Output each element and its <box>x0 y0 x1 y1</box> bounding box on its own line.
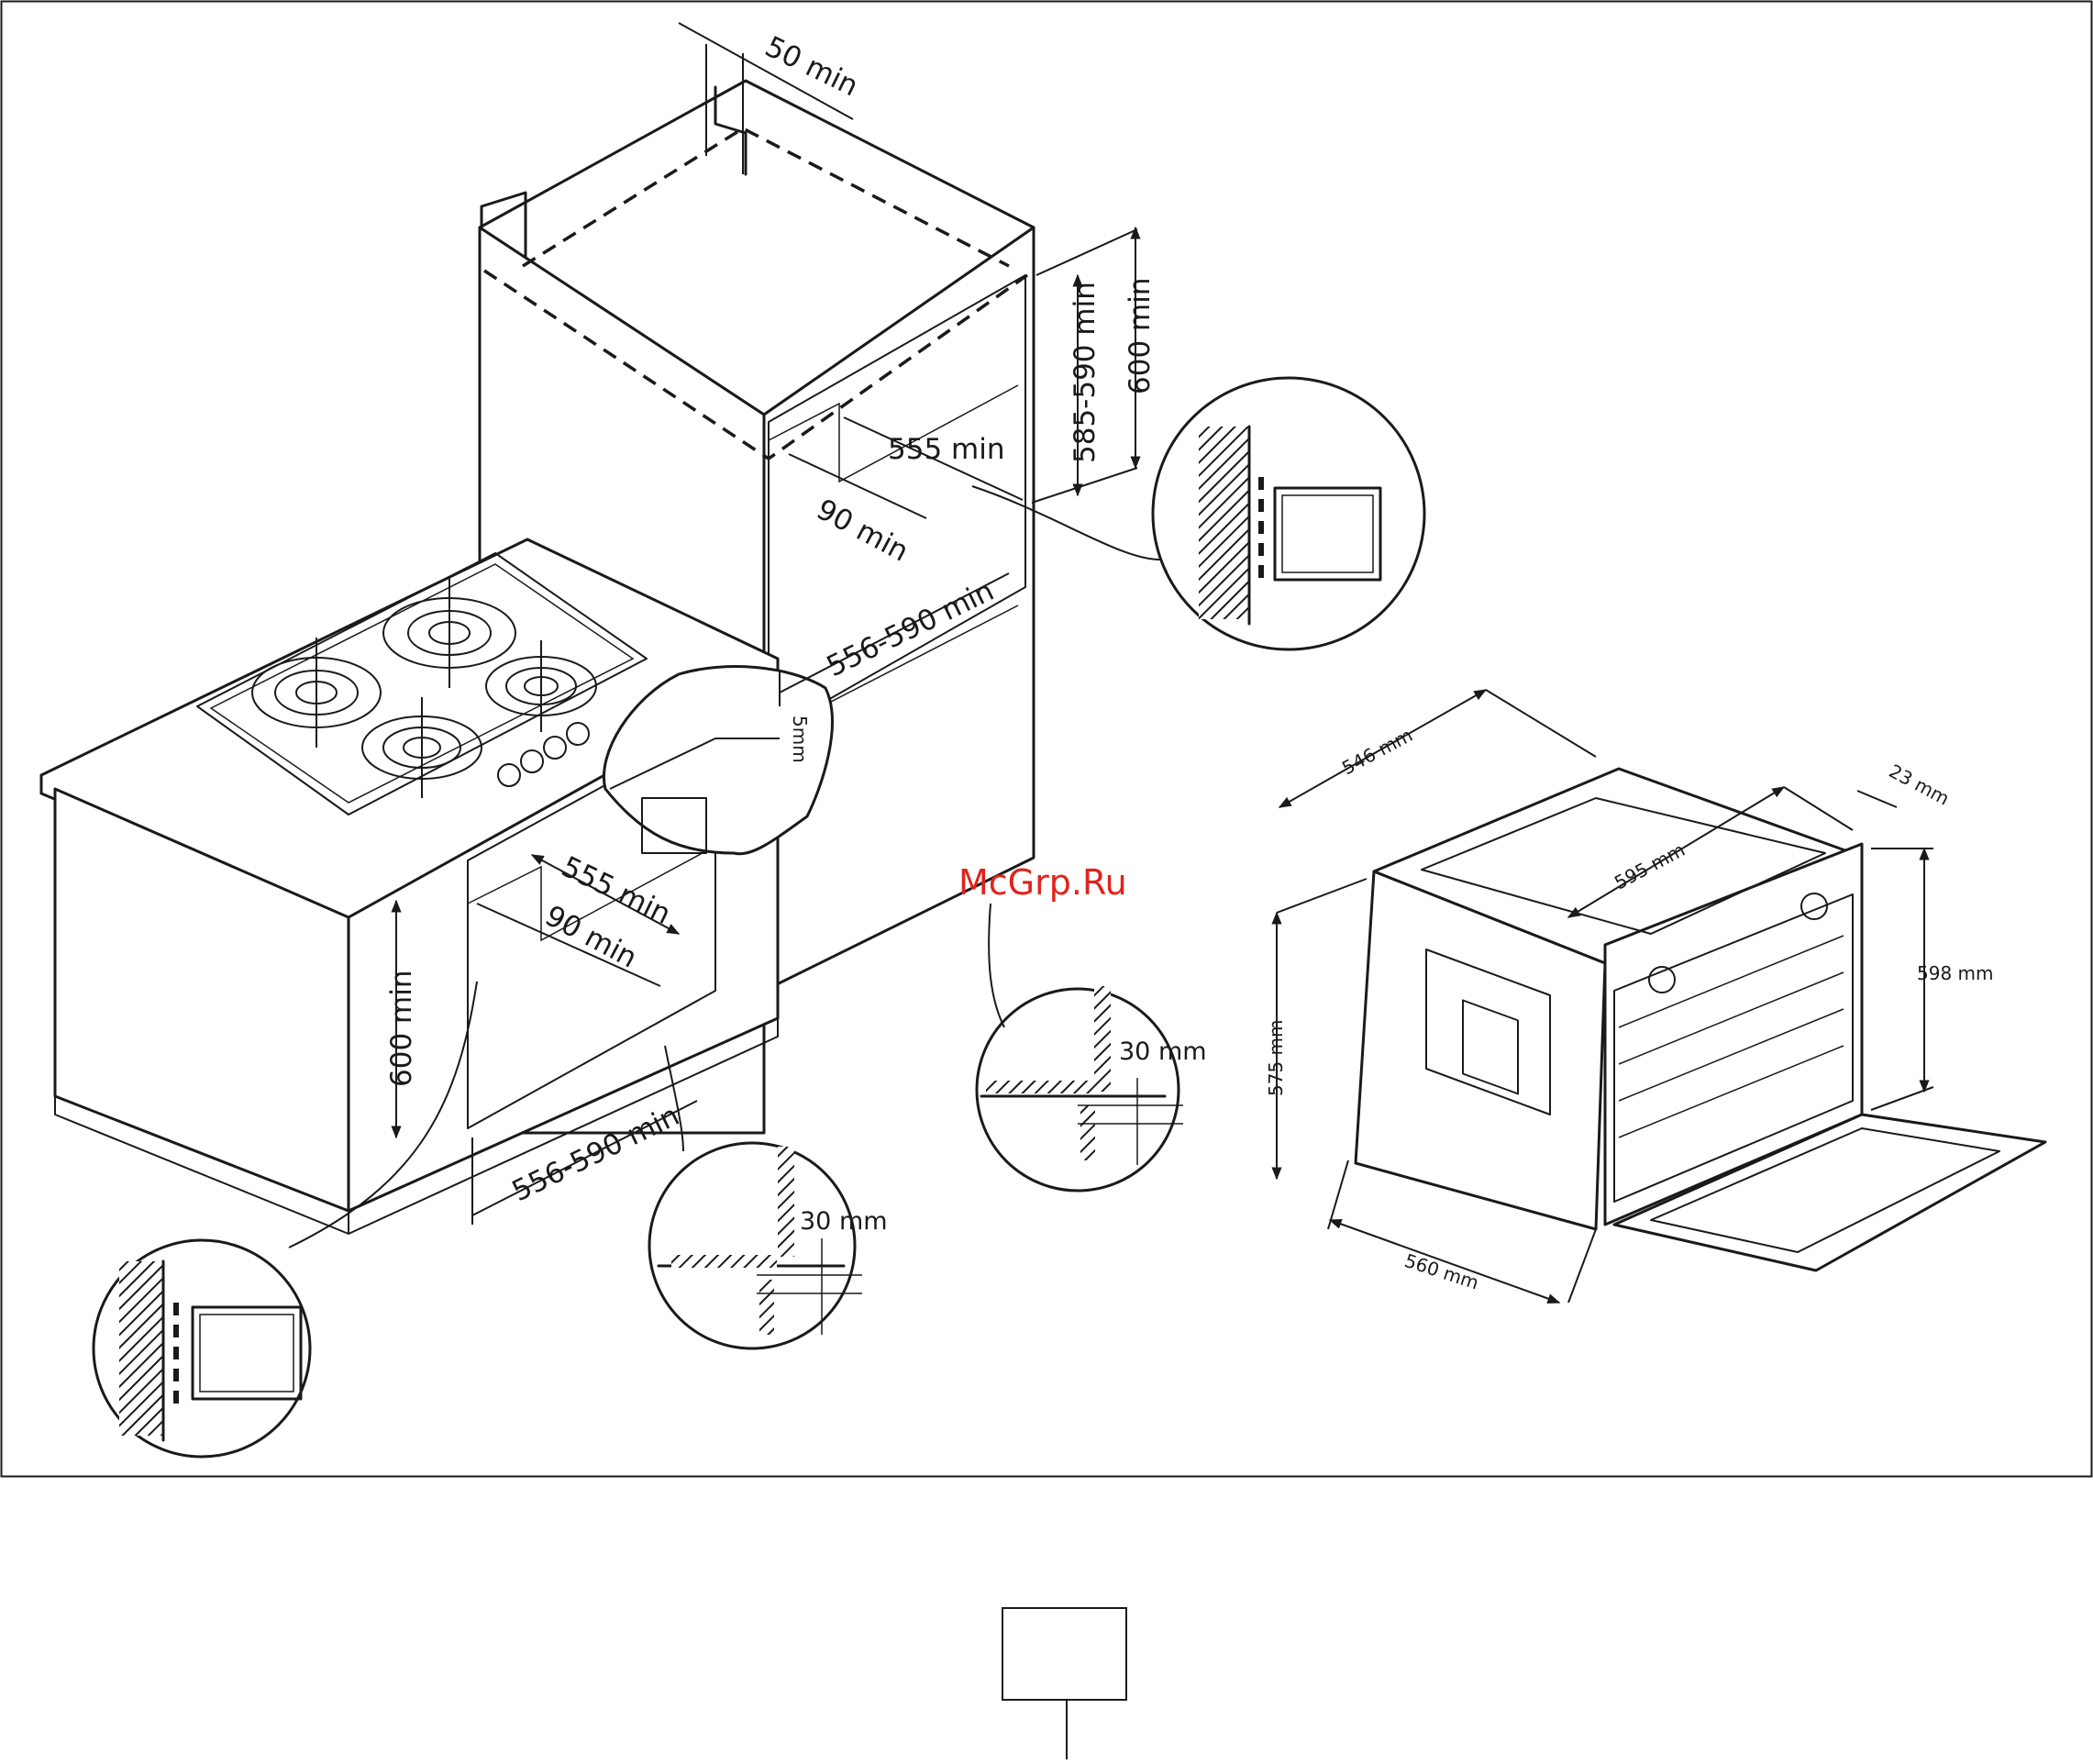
page-number-box <box>1002 1608 1126 1759</box>
tall-niche-width-label: 555 min <box>888 433 1004 466</box>
vent-detail-left <box>94 1240 310 1457</box>
oven-depth-label: 546 mm <box>1338 724 1416 779</box>
vent-detail-right <box>1153 378 1424 649</box>
plinth-detail-left <box>649 1143 862 1348</box>
oven-body-width-label: 560 mm <box>1401 1249 1481 1294</box>
top-gap-label: 50 min <box>759 30 863 104</box>
oven-height-label: 598 mm <box>1917 962 1994 984</box>
under-plinth-gap-label: 30 mm <box>800 1207 888 1236</box>
tall-total-height-label: 600 min <box>1124 278 1157 394</box>
tall-niche-height-label: 585-590 min <box>1069 282 1102 463</box>
hob-offset-label: 5mm <box>789 716 811 763</box>
oven-frame-label: 23 mm <box>1886 760 1954 809</box>
tall-plinth-gap-label: 30 mm <box>1119 1037 1207 1066</box>
oven <box>1356 769 2045 1270</box>
watermark: McGrp.Ru <box>958 862 1127 903</box>
under-height-label: 600 min <box>385 971 418 1087</box>
plinth-detail-right <box>977 986 1183 1191</box>
oven-body-height-label: 575 mm <box>1265 1020 1287 1097</box>
